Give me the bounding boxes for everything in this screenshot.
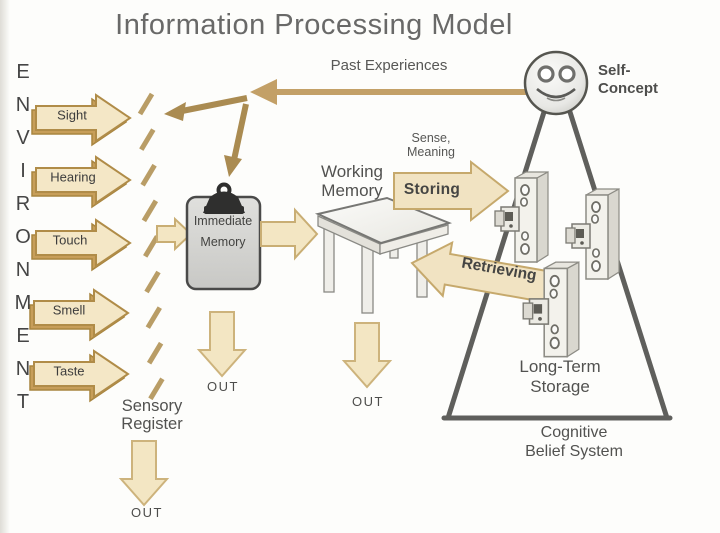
self-concept-label: Self- Concept <box>598 62 658 97</box>
immediate-to-working-arrow-icon <box>260 207 319 261</box>
storing-arrow-icon <box>393 159 510 223</box>
sight-arrow-label: Sight <box>57 107 87 123</box>
environment-letter: M <box>14 292 32 314</box>
sensory-register-dashed-line <box>137 92 165 401</box>
environment-label: E N V I R O N M E N T <box>11 56 35 419</box>
environment-letter: I <box>20 160 26 182</box>
environment-letter: N <box>15 259 31 281</box>
past-experiences-arrow-icon <box>250 79 527 105</box>
environment-letter: R <box>15 193 31 215</box>
environment-letter: T <box>16 391 30 413</box>
sensory-register-label: Sensory Register <box>121 397 183 433</box>
out-arrow-working-icon <box>341 322 393 389</box>
past-experiences-label: Past Experiences <box>330 57 448 74</box>
environment-letter: E <box>16 61 30 83</box>
page-title: Information Processing Model <box>115 9 513 41</box>
out-arrow-sensory-icon <box>118 440 170 507</box>
out-label-sensory: OUT <box>131 505 163 520</box>
hearing-arrow-label: Hearing <box>50 169 96 185</box>
environment-letter: O <box>15 226 31 248</box>
touch-arrow-icon <box>31 218 132 272</box>
sight-arrow-icon <box>31 93 132 147</box>
taste-arrow-label: Taste <box>53 363 85 379</box>
cognitive-belief-system-label: Cognitive Belief System <box>525 424 623 460</box>
branch-arrow-to-immediate-memory-icon <box>224 103 249 177</box>
smell-arrow-icon <box>29 288 130 342</box>
smell-arrow-label: Smell <box>52 302 86 318</box>
environment-letter: E <box>16 325 30 347</box>
out-arrow-immediate-icon <box>196 311 248 378</box>
environment-letter: N <box>15 94 31 116</box>
branch-arrow-to-sensory-register-icon <box>164 95 248 121</box>
hearing-arrow-icon <box>31 155 132 209</box>
sense-meaning-annotation: Sense, Meaning <box>407 131 455 159</box>
taste-arrow-icon <box>29 349 130 403</box>
immediate-memory-label: Immediate Memory <box>193 214 253 249</box>
long-term-storage-label: Long-Term Storage <box>519 357 601 396</box>
storing-arrow-label: Storing <box>403 181 461 198</box>
environment-letter: N <box>15 358 31 380</box>
environment-letter: V <box>16 127 30 149</box>
working-memory-label: Working Memory <box>320 162 384 200</box>
smiley-face-icon <box>523 50 589 116</box>
input-arrow-icon <box>156 216 193 252</box>
out-label-immediate: OUT <box>207 379 239 394</box>
page-edge-shading <box>0 0 10 533</box>
out-label-working: OUT <box>352 394 384 409</box>
touch-arrow-label: Touch <box>52 232 88 248</box>
